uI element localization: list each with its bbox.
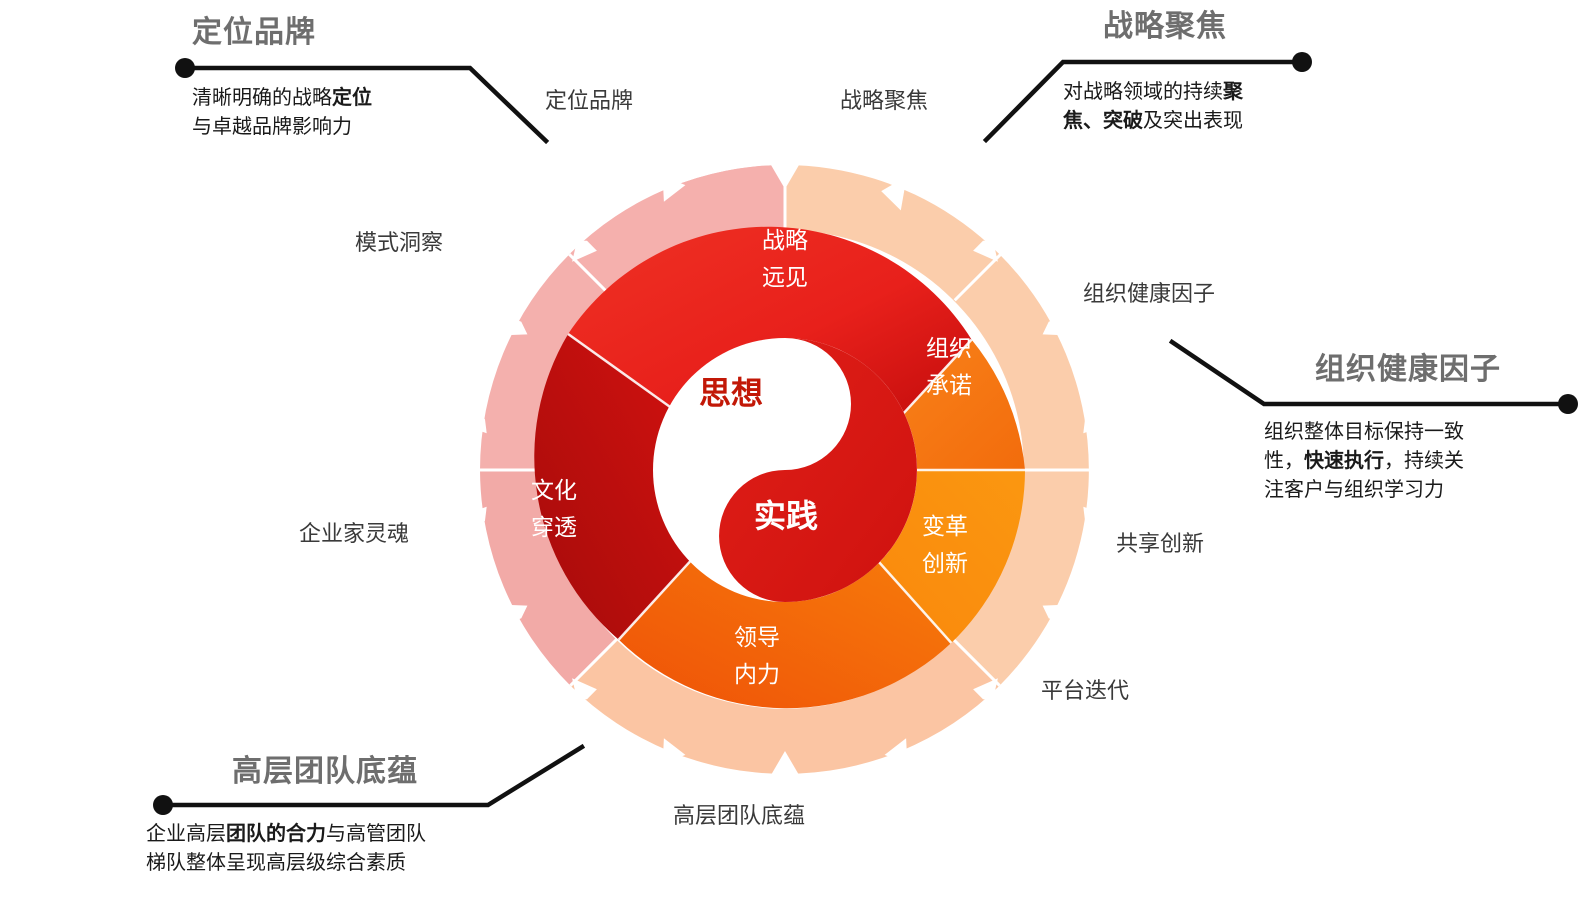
seg-label-strategy-vision-l2: 远见 xyxy=(762,264,808,290)
callout-body-brand-positioning: 清晰明确的战略定位 与卓越品牌影响力 xyxy=(192,84,492,142)
seg-label-strategy-vision-l1: 战略 xyxy=(762,227,808,253)
callout-text-org-health: 组织整体目标保持一致 性，快速执行，持续关 注客户与组织学习力 xyxy=(1264,421,1464,501)
gear-notches xyxy=(460,165,1110,775)
leader-dot-brand-positioning xyxy=(175,58,195,78)
callout-strategic-focus: 战略聚焦 xyxy=(1103,10,1227,43)
leader-line-strategic-focus xyxy=(982,59,1305,144)
outer-sector-pattern-insight xyxy=(569,165,785,301)
outer-sector-entrepreneur-soul xyxy=(480,470,617,686)
callout-leader-dots xyxy=(153,52,1578,815)
inner-seg-leadership-power xyxy=(618,545,952,709)
inner-seg-org-commitment xyxy=(886,339,1025,470)
seg-label-culture-penetration-l2: 穿透 xyxy=(531,514,577,540)
yang-red-half xyxy=(719,338,917,602)
callout-body-strategic-focus: 对战略领域的持续聚 焦、突破及突出表现 xyxy=(1063,78,1323,136)
callout-body-org-health: 组织整体目标保持一致 性，快速执行，持续关 注客户与组织学习力 xyxy=(1264,418,1534,505)
ring-label-top-team-base: 高层团队底蕴 xyxy=(673,803,806,828)
callout-title-org-health: 组织健康因子 xyxy=(1315,353,1501,386)
seg-label-change-innovation-l1: 变革 xyxy=(922,513,968,539)
callout-title-top-team: 高层团队底蕴 xyxy=(232,755,418,788)
ring-label-entrepreneur-soul: 企业家灵魂 xyxy=(299,521,410,546)
ring-label-platform-iteration: 平台迭代 xyxy=(1041,678,1130,703)
callout-text-top-team: 企业高层团队的合力与高管团队 梯队整体呈现高层级综合素质 xyxy=(146,823,426,874)
callout-text-brand-positioning: 清晰明确的战略定位 与卓越品牌影响力 xyxy=(192,87,372,138)
ring-label-strategic-focus: 战略聚焦 xyxy=(840,88,929,113)
leader-dot-top-team xyxy=(153,795,173,815)
leader-line-top-team-2 xyxy=(160,743,586,808)
seg-label-org-commitment-l1: 组织 xyxy=(926,335,972,361)
leader-line-org-health xyxy=(1168,338,1573,407)
callout-title-strategic-focus: 战略聚焦 xyxy=(1103,10,1227,43)
ring-label-brand-positioning: 定位品牌 xyxy=(545,88,634,113)
outer-sector-org-health xyxy=(785,165,1089,686)
inner-segment-labels: 战略 远见 组织 承诺 变革 创新 领导 内力 文化 穿透 思想 实践 xyxy=(531,227,972,687)
callout-body-top-team: 企业高层团队的合力与高管团队 梯队整体呈现高层级综合素质 xyxy=(146,820,546,878)
ring-label-pattern-insight: 模式洞察 xyxy=(355,230,444,255)
seg-label-org-commitment-l2: 承诺 xyxy=(926,372,972,398)
leader-dot-org-health xyxy=(1558,394,1578,414)
ring-label-org-health: 组织健康因子 xyxy=(1083,281,1216,306)
callout-org-health: 组织健康因子 xyxy=(1315,353,1501,386)
leader-dot-strategic-focus xyxy=(1292,52,1312,72)
callout-brand-positioning: 定位品牌 xyxy=(192,16,316,49)
seg-label-culture-penetration-l1: 文化 xyxy=(531,477,577,503)
seg-label-change-innovation-l2: 创新 xyxy=(922,550,968,576)
yin-yang-center xyxy=(653,338,917,602)
seg-label-leadership-power-l2: 内力 xyxy=(734,661,780,687)
outer-sector-top-team xyxy=(570,639,1000,774)
yang-label: 实践 xyxy=(754,498,818,534)
yin-label: 思想 xyxy=(699,375,763,411)
inner-seg-culture-penetration xyxy=(534,334,704,640)
ring-label-shared-innovation: 共享创新 xyxy=(1116,531,1205,556)
seg-label-leadership-power-l1: 领导 xyxy=(734,624,780,650)
leader-line-brand-positioning xyxy=(182,65,550,145)
callout-leader-lines xyxy=(160,59,1573,808)
callout-text-strategic-focus: 对战略领域的持续聚 焦、突破及突出表现 xyxy=(1063,81,1243,132)
callout-top-team: 高层团队底蕴 xyxy=(232,755,418,788)
callout-title-brand-positioning: 定位品牌 xyxy=(192,16,316,49)
